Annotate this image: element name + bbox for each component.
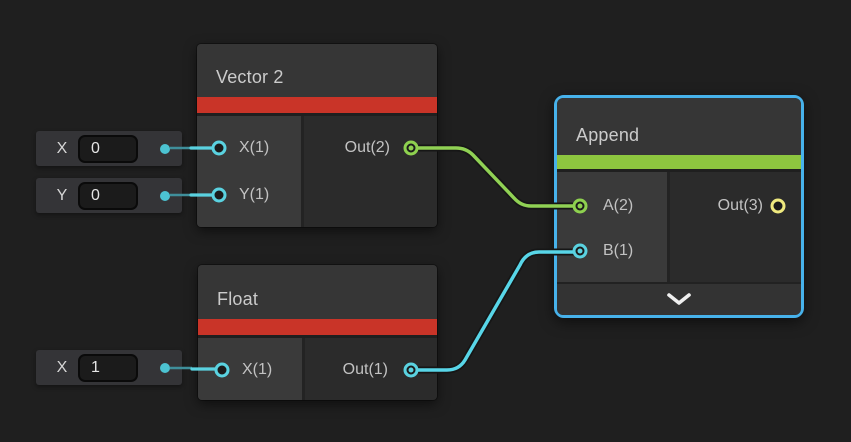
port-connected-dot: [577, 248, 583, 254]
output-port-out1-label: Out(1): [342, 361, 388, 378]
node-append[interactable]: Append A(2) B(1) Out(3): [554, 95, 804, 318]
port-connected-dot: [408, 145, 414, 151]
node-vector2-surface: Vector 2: [197, 44, 437, 227]
node-float-titlebar[interactable]: Float: [198, 265, 437, 319]
inline-widget-vector2-x: X: [36, 131, 182, 166]
node-append-surface: Append: [557, 98, 801, 315]
accent-bar-green: [557, 155, 801, 169]
node-title: Vector 2: [216, 67, 284, 87]
node-vector2-body: [197, 116, 437, 227]
input-port-b-label: B(1): [603, 242, 634, 259]
input-port-x[interactable]: [214, 362, 230, 378]
y-value-input[interactable]: [78, 181, 138, 210]
input-port-x-label: X(1): [239, 139, 270, 156]
x-value-input[interactable]: [78, 134, 138, 163]
input-port-a-label: A(2): [603, 197, 634, 214]
input-port-y-label: Y(1): [239, 186, 270, 203]
node-float-body: [198, 338, 437, 400]
inline-widget-vector2-y: Y: [36, 178, 182, 213]
accent-bar-red: [198, 319, 437, 335]
widget-connector-dot[interactable]: [160, 143, 170, 154]
chevron-down-icon: [667, 293, 691, 305]
output-port-out1[interactable]: [403, 362, 419, 378]
node-vector2-titlebar[interactable]: Vector 2: [197, 44, 437, 97]
port-connected-dot: [408, 367, 414, 373]
input-port-x[interactable]: [211, 140, 227, 156]
accent-bar-red: [197, 97, 437, 113]
node-float-surface: Float: [198, 265, 437, 400]
output-port-out3-label: Out(3): [717, 197, 763, 214]
input-column: [557, 172, 670, 282]
input-port-b[interactable]: [572, 243, 588, 259]
output-port-out2[interactable]: [403, 140, 419, 156]
port-connected-dot: [577, 203, 583, 209]
widget-connector-dot[interactable]: [160, 362, 170, 373]
collapse-preview-button[interactable]: [557, 282, 801, 315]
node-title: Float: [217, 289, 259, 309]
output-port-out3[interactable]: [770, 198, 786, 214]
node-append-titlebar[interactable]: Append: [557, 98, 801, 155]
x-value-input[interactable]: [78, 353, 138, 382]
input-port-x-label: X(1): [242, 361, 273, 378]
input-port-y[interactable]: [211, 187, 227, 203]
inline-widget-float-x: X: [36, 350, 182, 385]
widget-label: Y: [56, 186, 68, 204]
input-port-a[interactable]: [572, 198, 588, 214]
node-append-body: [557, 172, 801, 282]
node-title: Append: [576, 125, 640, 145]
input-column: [197, 116, 304, 227]
node-float[interactable]: Float X(1) Out(1): [198, 265, 437, 400]
node-vector2[interactable]: Vector 2 X(1) Y(1) Out(2): [197, 44, 437, 227]
widget-label: X: [56, 358, 68, 376]
output-port-out2-label: Out(2): [344, 139, 390, 156]
widget-connector-dot[interactable]: [160, 190, 170, 201]
widget-label: X: [56, 139, 68, 157]
